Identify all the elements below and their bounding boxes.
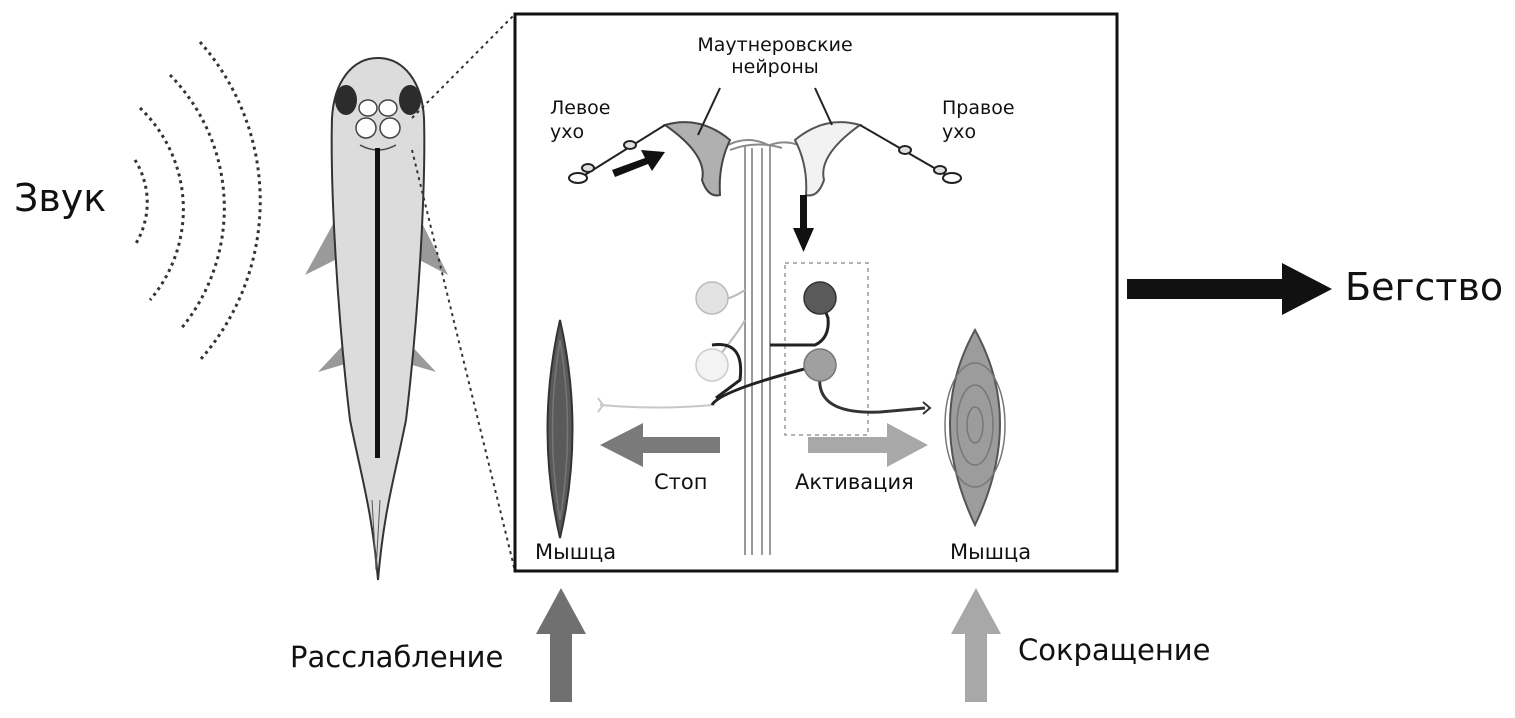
muscle-left-label: Мышца bbox=[535, 540, 617, 564]
mauthner-pointer-lines bbox=[697, 87, 833, 136]
activation-label: Активация bbox=[795, 470, 914, 494]
zoom-lines bbox=[411, 13, 516, 572]
muscle-right-contracted bbox=[944, 327, 1006, 528]
right-ear-label: Правое ухо bbox=[942, 96, 1015, 144]
left-ear-nerve bbox=[568, 124, 666, 184]
interneurons bbox=[695, 281, 837, 382]
active-circuit-box bbox=[784, 262, 869, 436]
right-ear-nerve bbox=[859, 124, 962, 184]
left-ear-label-line1: Левое bbox=[550, 97, 611, 119]
interneuron-wiring bbox=[597, 289, 932, 415]
sound-waves bbox=[133, 41, 262, 361]
sound-label: Звук bbox=[14, 176, 107, 220]
escape-arrow bbox=[1127, 263, 1332, 315]
relaxation-arrow bbox=[536, 588, 586, 702]
contraction-label: Сокращение bbox=[1018, 633, 1211, 667]
stop-arrow bbox=[600, 423, 720, 467]
mauthner-label-line2: нейроны bbox=[731, 56, 819, 78]
mauthner-label-line1: Маутнеровские bbox=[697, 34, 853, 56]
relaxation-label: Расслабление bbox=[290, 640, 504, 674]
downward-signal-arrow bbox=[793, 195, 814, 252]
sound-input-arrow bbox=[612, 150, 665, 177]
left-ear-label: Левое ухо bbox=[550, 96, 611, 144]
muscle-left-relaxed bbox=[546, 319, 574, 539]
activation-arrow bbox=[808, 423, 928, 467]
left-ear-label-line2: ухо bbox=[550, 121, 585, 143]
mauthner-label: Маутнеровские нейроны bbox=[685, 34, 865, 78]
escape-label: Бегство bbox=[1345, 265, 1504, 309]
muscle-right-label: Мышца bbox=[950, 540, 1032, 564]
fish-larva bbox=[305, 56, 448, 581]
right-ear-label-line2: ухо bbox=[942, 121, 977, 143]
right-ear-label-line1: Правое bbox=[942, 97, 1015, 119]
contraction-arrow bbox=[951, 588, 1001, 702]
stop-label: Стоп bbox=[654, 470, 708, 494]
